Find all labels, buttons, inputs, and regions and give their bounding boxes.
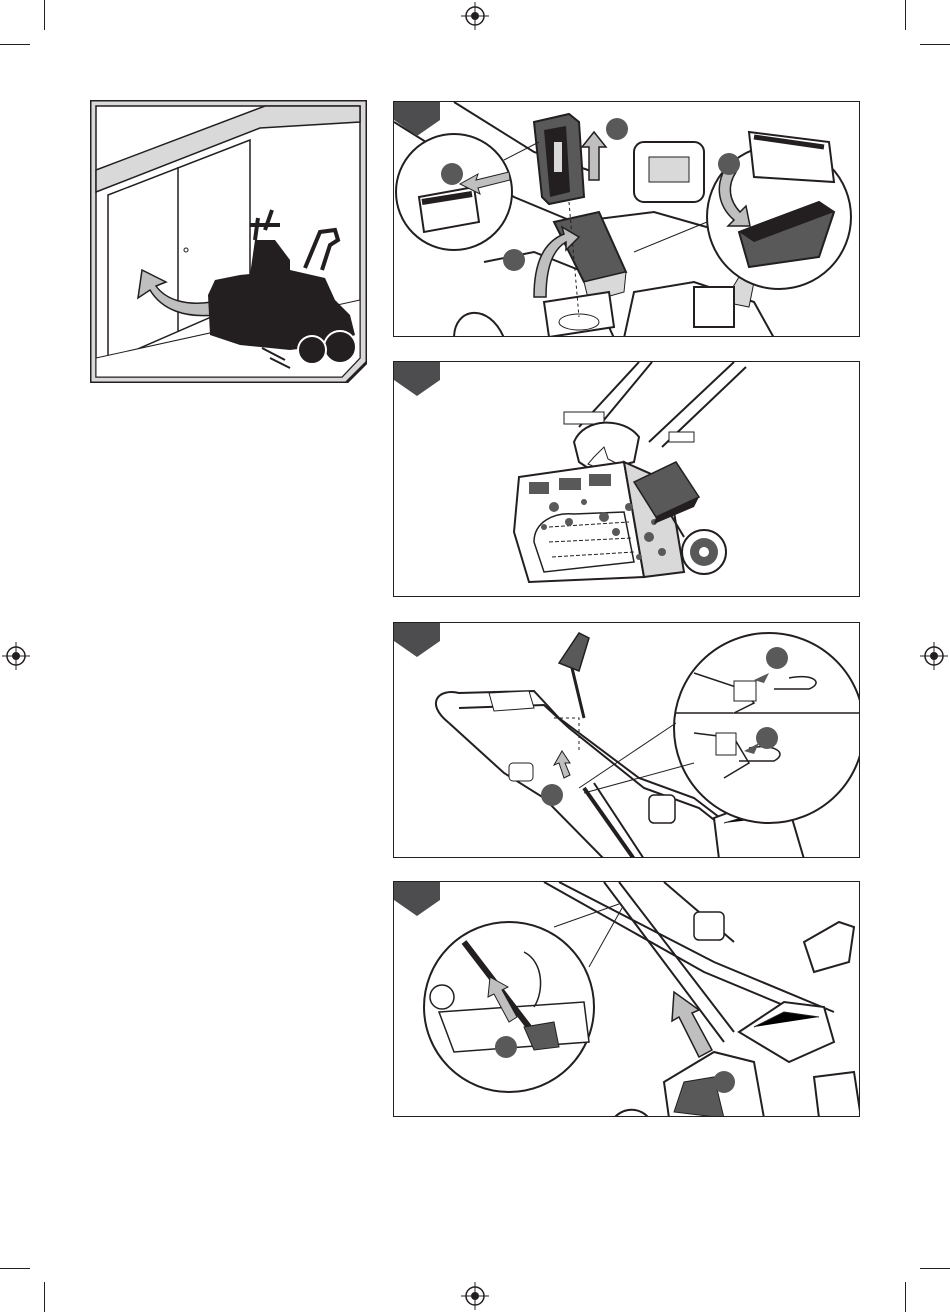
shear-pin-icon	[394, 623, 860, 858]
chute-rod-figure	[393, 881, 860, 1117]
battery-removal-figure	[393, 101, 860, 337]
cleaning-figure	[393, 361, 860, 597]
crop-mark	[0, 1268, 30, 1269]
crop-mark	[44, 0, 45, 30]
storage-shed-icon	[90, 100, 367, 383]
registration-mark-icon	[2, 642, 30, 670]
crop-mark	[44, 1282, 45, 1312]
crop-mark	[0, 44, 30, 45]
step-tab-icon	[394, 102, 440, 136]
cleaning-cloth-icon	[394, 362, 860, 597]
chute-rod-icon	[394, 882, 860, 1117]
step-tab-icon	[394, 882, 440, 916]
crop-mark	[905, 1282, 906, 1312]
registration-mark-icon	[461, 1282, 489, 1310]
crop-mark	[920, 1268, 950, 1269]
crop-mark	[920, 44, 950, 45]
registration-mark-icon	[461, 2, 489, 30]
registration-mark-icon	[920, 642, 948, 670]
crop-mark	[905, 0, 906, 30]
battery-removal-icon	[394, 102, 860, 337]
step-tab-icon	[394, 362, 440, 396]
step-tab-icon	[394, 623, 440, 657]
shear-pin-figure	[393, 622, 860, 858]
